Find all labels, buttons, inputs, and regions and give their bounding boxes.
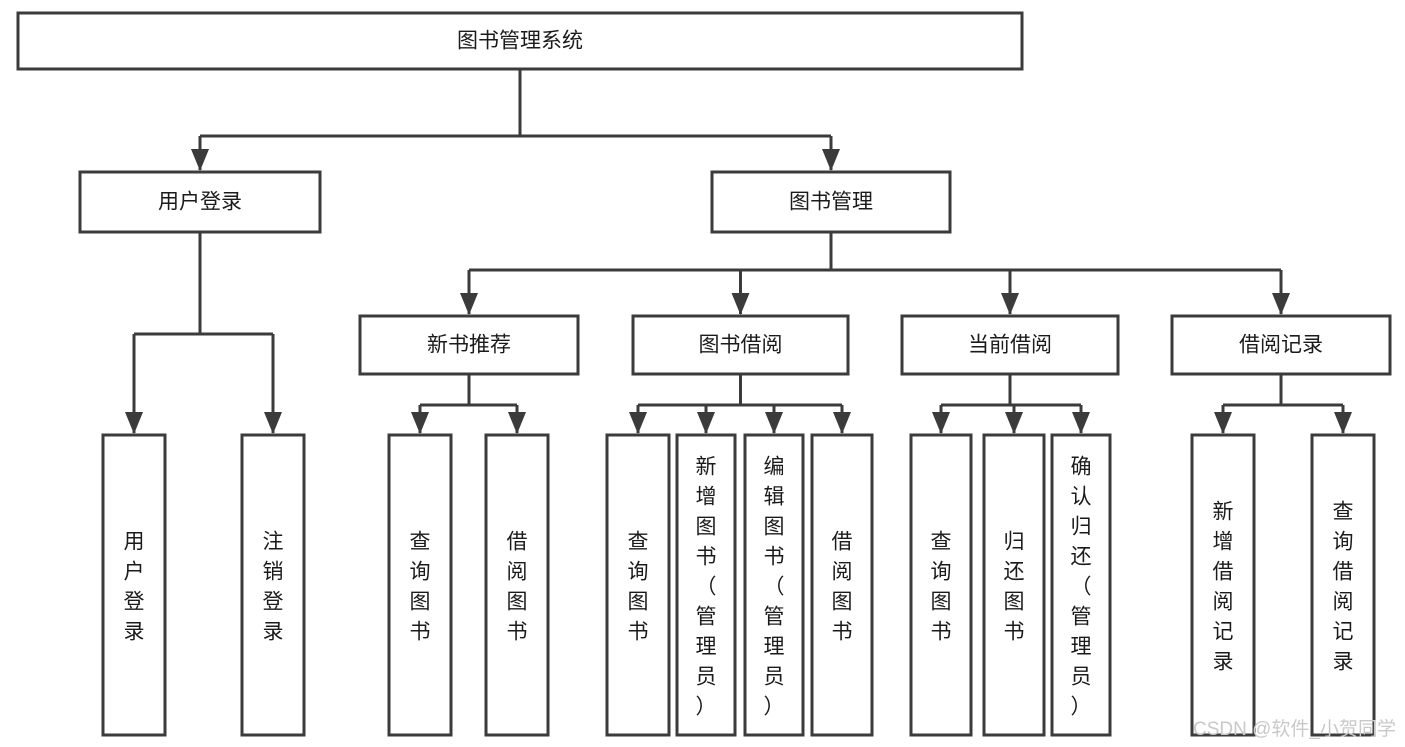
node-box: [484, 433, 550, 737]
node-box: [1190, 433, 1256, 737]
node-leaf-leaf-add-borrow-record[interactable]: 新增借阅记录: [1190, 433, 1256, 737]
node-label: 新增借阅记录: [1213, 500, 1234, 673]
node-box: [605, 433, 671, 737]
arrow-head-icon: [508, 412, 526, 434]
node-label: 图书管理系统: [457, 30, 583, 53]
node-level3-current-borrow[interactable]: 当前借阅: [900, 314, 1120, 376]
node-box: [387, 433, 453, 737]
node-level2-book-manage[interactable]: 图书管理: [710, 170, 952, 234]
node-level2-user-login[interactable]: 用户登录: [78, 170, 322, 234]
node-leaf-leaf-query-book-current[interactable]: 查询图书: [909, 433, 973, 737]
arrow-head-icon: [1001, 293, 1019, 315]
arrow-head-icon: [629, 412, 647, 434]
arrow-head-icon: [765, 412, 783, 434]
node-label: 借阅图书: [507, 530, 528, 643]
node-leaf-leaf-query-book-rec[interactable]: 查询图书: [387, 433, 453, 737]
node-leaf-leaf-add-book[interactable]: 新增图书（管理员）: [675, 433, 737, 737]
node-level3-new-book-rec[interactable]: 新书推荐: [358, 314, 580, 376]
arrow-head-icon: [1214, 412, 1232, 434]
node-box: [1170, 314, 1392, 376]
node-label: 查询图书: [931, 530, 952, 643]
node-leaf-leaf-edit-book[interactable]: 编辑图书（管理员）: [743, 433, 805, 737]
node-label: 新增图书（管理员）: [696, 455, 717, 718]
node-leaf-leaf-confirm-return[interactable]: 确认归还（管理员）: [1050, 433, 1112, 737]
arrow-head-icon: [833, 412, 851, 434]
node-box: [631, 314, 850, 376]
node-label: 注销登录: [263, 530, 284, 643]
node-layer: 图书管理系统用户登录图书管理新书推荐图书借阅当前借阅借阅记录用户登录注销登录查询…: [16, 11, 1392, 737]
node-level3-book-borrow[interactable]: 图书借阅: [631, 314, 850, 376]
arrow-head-icon: [822, 149, 840, 171]
node-leaf-leaf-return-book[interactable]: 归还图书: [982, 433, 1046, 737]
node-label: 借阅图书: [832, 530, 853, 643]
node-box: [900, 314, 1120, 376]
arrow-head-icon: [264, 412, 282, 434]
node-label: 图书管理: [789, 191, 873, 214]
arrow-head-icon: [1005, 412, 1023, 434]
node-box: [240, 433, 306, 737]
node-level3-borrow-record[interactable]: 借阅记录: [1170, 314, 1392, 376]
node-label: 确认归还（管理员）: [1071, 455, 1092, 718]
node-label: 查询借阅记录: [1333, 500, 1354, 673]
arrow-head-icon: [1272, 293, 1290, 315]
node-leaf-leaf-user-logout[interactable]: 注销登录: [240, 433, 306, 737]
node-leaf-leaf-query-book-borrow[interactable]: 查询图书: [605, 433, 671, 737]
arrow-head-icon: [191, 149, 209, 171]
node-leaf-leaf-borrow-book[interactable]: 借阅图书: [810, 433, 874, 737]
connector-layer: [125, 69, 1352, 434]
node-label: 新书推荐: [427, 334, 511, 357]
node-box: [675, 433, 737, 737]
node-box: [16, 11, 1024, 71]
node-label: 当前借阅: [968, 334, 1052, 357]
node-box: [710, 170, 952, 234]
arrow-head-icon: [932, 412, 950, 434]
node-box: [743, 433, 805, 737]
node-label: 用户登录: [158, 191, 242, 214]
arrow-head-icon: [1334, 412, 1352, 434]
node-label: 归还图书: [1004, 530, 1025, 643]
arrow-head-icon: [460, 293, 478, 315]
node-label: 编辑图书（管理员）: [764, 455, 785, 718]
node-leaf-leaf-borrow-book-rec[interactable]: 借阅图书: [484, 433, 550, 737]
node-box: [1050, 433, 1112, 737]
node-box: [101, 433, 167, 737]
arrow-head-icon: [697, 412, 715, 434]
arrow-head-icon: [411, 412, 429, 434]
node-box: [982, 433, 1046, 737]
node-label: 查询图书: [410, 530, 431, 643]
node-leaf-leaf-query-borrow-record[interactable]: 查询借阅记录: [1310, 433, 1376, 737]
csdn-watermark: CSDN @软件_小贺同学: [1193, 718, 1396, 740]
arrow-head-icon: [1072, 412, 1090, 434]
node-label: 用户登录: [124, 530, 145, 643]
arrow-head-icon: [125, 412, 143, 434]
node-box: [1310, 433, 1376, 737]
node-leaf-leaf-user-login[interactable]: 用户登录: [101, 433, 167, 737]
node-label: 借阅记录: [1239, 334, 1323, 357]
node-label: 查询图书: [628, 530, 649, 643]
node-box: [358, 314, 580, 376]
node-box: [78, 170, 322, 234]
node-root-root[interactable]: 图书管理系统: [16, 11, 1024, 71]
node-label: 图书借阅: [699, 334, 783, 357]
node-box: [810, 433, 874, 737]
arrow-head-icon: [731, 293, 750, 315]
node-box: [909, 433, 973, 737]
